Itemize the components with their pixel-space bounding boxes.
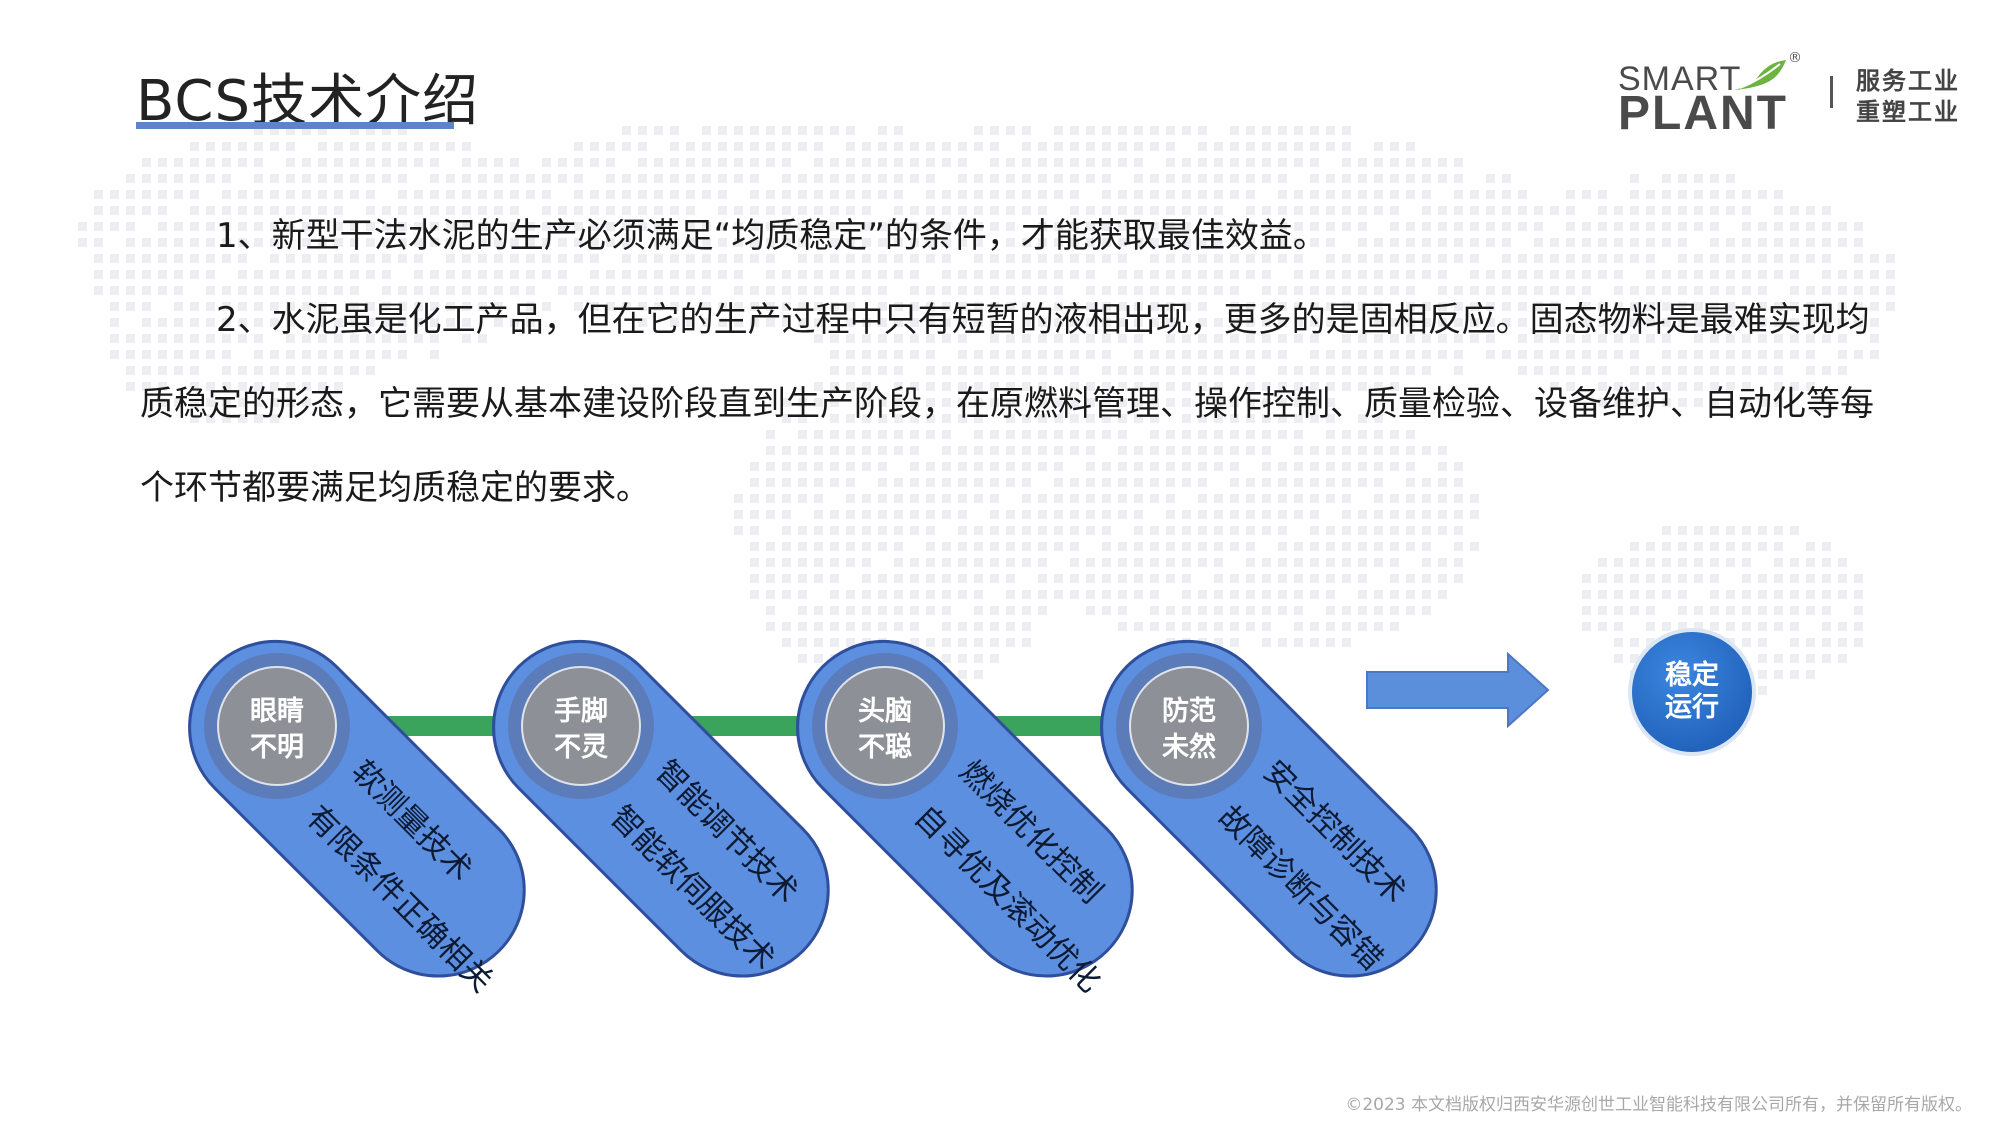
paragraph-2-text: 2、水泥虽是化工产品，但在它的生产过程中只有短暂的液相出现，更多的是固相反应。固… xyxy=(140,300,1874,508)
stage-pill xyxy=(796,639,1134,978)
copyright-footer: ©2023 本文档版权归西安华源创世工业智能科技有限公司所有，并保留所有版权。 xyxy=(1345,1095,1972,1115)
logo-plant-text: PLANT xyxy=(1618,87,1788,140)
paragraph-1: 1、新型干法水泥的生产必须满足“均质稳定”的条件，才能获取最佳效益。 xyxy=(140,194,1880,278)
stage-problem-line-2: 未然 xyxy=(1162,731,1216,763)
stage-problem-line-2: 不灵 xyxy=(554,732,608,763)
stage-circle xyxy=(1129,666,1249,786)
slogan-line-2: 重塑工业 xyxy=(1856,98,1960,126)
paragraph-2: 2、水泥虽是化工产品，但在它的生产过程中只有短暂的液相出现，更多的是固相反应。固… xyxy=(140,278,1880,530)
stage-pill xyxy=(492,639,830,978)
stage-problem-line-1: 防范 xyxy=(1162,696,1216,727)
logo-smart-text: SMART xyxy=(1618,60,1742,98)
stage-problem-line-1: 头脑 xyxy=(858,696,912,727)
goal-line-1: 稳定 xyxy=(1665,659,1719,691)
logo-slogan: 服务工业 重塑工业 xyxy=(1856,66,1960,128)
paragraph-1-text: 1、新型干法水泥的生产必须满足“均质稳定”的条件，才能获取最佳效益。 xyxy=(216,216,1327,256)
stage-problem-line-2: 不明 xyxy=(250,732,304,763)
stage-problem-line-2: 不聪 xyxy=(858,732,912,763)
stage-circle xyxy=(217,666,337,786)
stage-problem-line-1: 眼睛 xyxy=(250,696,304,727)
goal-circle xyxy=(1628,628,1756,756)
stage-pill xyxy=(1100,639,1438,978)
title-underline xyxy=(136,122,454,129)
stage-pill xyxy=(188,639,526,978)
stage-circle xyxy=(521,666,641,786)
world-map-dots xyxy=(78,126,1895,695)
stage-problem-line-1: 手脚 xyxy=(554,696,608,727)
goal-line-2: 运行 xyxy=(1665,691,1719,723)
stage-circle xyxy=(825,666,945,786)
logo-separator xyxy=(1830,76,1833,108)
leaf-icon xyxy=(1734,60,1786,90)
registered-mark: ® xyxy=(1788,50,1802,66)
slogan-line-1: 服务工业 xyxy=(1856,67,1960,95)
right-arrow-icon xyxy=(1366,651,1550,729)
smart-plant-logo: SMART ® PLANT 服务工业 重塑工业 xyxy=(1618,50,1968,140)
